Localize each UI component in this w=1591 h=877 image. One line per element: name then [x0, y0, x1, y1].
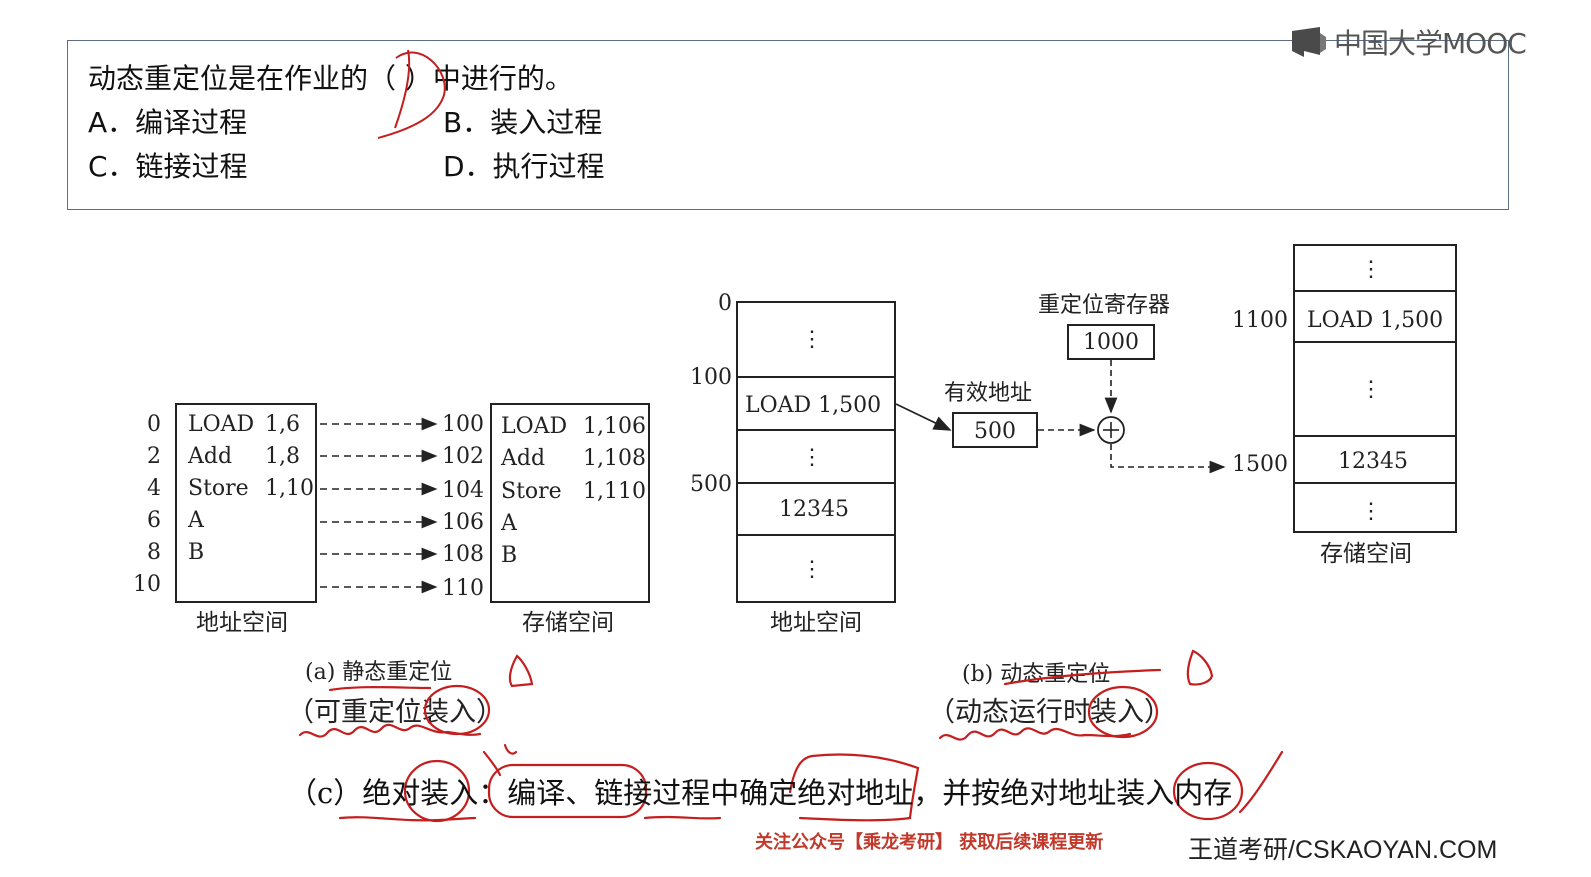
static-mem-space-box — [490, 403, 650, 603]
dynamic-value: 12345 — [779, 497, 849, 522]
dynamic-addr-label: 0 — [718, 291, 732, 316]
brand-text: 王道考研/CSKAOYAN.COM — [1188, 836, 1498, 864]
dynamic-addr-label: 100 — [690, 365, 732, 390]
adder-to-mem-arrow — [1110, 444, 1226, 474]
static-addr-8: 8 — [147, 540, 161, 565]
static-addr-2: 2 — [147, 444, 161, 469]
handwritten-annotations — [298, 649, 1284, 823]
ellipsis: ⋮ — [801, 327, 823, 352]
static-instr-arg: 1,6 — [265, 412, 300, 437]
mem-load-instr: LOAD 1,500 — [1307, 308, 1443, 333]
ellipsis: ⋮ — [1360, 257, 1382, 282]
static-mem-arg: 1,110 — [583, 479, 646, 504]
handwritten-d-mark — [377, 49, 446, 139]
mem-value: 12345 — [1338, 449, 1408, 474]
static-instr-op: Store — [188, 476, 249, 501]
dynamic-addr-space-label: 地址空间 — [770, 610, 862, 636]
option-a: A．编译过程 — [88, 106, 248, 139]
static-instr-op: Add — [187, 444, 232, 469]
eff-addr-box — [952, 412, 1038, 448]
mooc-logo: 中国大学MOOC — [1290, 22, 1527, 62]
static-mem-arg: 1,108 — [583, 446, 646, 471]
static-mem-op: A — [500, 511, 518, 536]
static-mem-op: Store — [501, 479, 562, 504]
absolute-loading-note: （c）绝对装入：编译、链接过程中确定绝对地址，并按绝对地址装入内存 — [288, 776, 1233, 810]
option-d: D．执行过程 — [443, 150, 605, 183]
static-mem-arg: 1,106 — [583, 414, 646, 439]
static-mem-op: Add — [500, 446, 545, 471]
option-b: B．装入过程 — [443, 106, 603, 139]
static-note: （可重定位装入） — [287, 697, 503, 728]
static-instr-op: B — [188, 540, 204, 565]
dynamic-note: （动态运行时装入） — [928, 697, 1171, 728]
mooc-logo-text: 中国大学MOOC — [1334, 27, 1527, 60]
promo-text: 关注公众号【乘龙考研】 获取后续课程更新 — [755, 832, 1104, 853]
option-c: C．链接过程 — [88, 150, 248, 183]
mem-addr-label: 1100 — [1232, 308, 1288, 333]
ellipsis: ⋮ — [1360, 377, 1382, 402]
static-instr-arg: 1,10 — [265, 476, 314, 501]
static-mem-op: B — [501, 543, 517, 568]
eff-addr-value: 500 — [974, 419, 1016, 444]
static-instr-op: A — [187, 508, 205, 533]
static-mem-addr: 108 — [442, 542, 484, 567]
ellipsis: ⋮ — [801, 557, 823, 582]
ellipsis: ⋮ — [1360, 499, 1382, 524]
dynamic-load-instr: LOAD 1,500 — [745, 393, 881, 418]
adder-plus-icon — [1097, 416, 1125, 444]
static-mem-addr: 110 — [442, 576, 484, 601]
reg-value: 1000 — [1083, 330, 1139, 355]
dynamic-addr-space-box — [736, 301, 896, 603]
static-mem-op: LOAD — [501, 414, 567, 439]
static-addr-6: 6 — [147, 508, 161, 533]
ellipsis: ⋮ — [801, 445, 823, 470]
eff-addr-label: 有效地址 — [944, 381, 1032, 406]
static-addr-4: 4 — [147, 476, 161, 501]
dynamic-addr-label: 500 — [690, 472, 732, 497]
load-to-eff-arrow — [895, 403, 952, 431]
static-caption: (a) 静态重定位 — [305, 660, 452, 685]
static-mem-addr: 102 — [442, 444, 484, 469]
mooc-logo-icon — [1292, 27, 1326, 57]
question-box — [67, 40, 1509, 210]
question-stem: 动态重定位是在作业的（ ）中进行的。 — [88, 62, 573, 95]
dynamic-mem-space-box — [1293, 244, 1457, 533]
dynamic-mem-space-label: 存储空间 — [1320, 541, 1412, 567]
static-instr-arg: 1,8 — [265, 444, 300, 469]
static-addr-space-box — [175, 403, 317, 603]
static-addr-0: 0 — [147, 412, 161, 437]
static-mem-addr: 104 — [442, 478, 484, 503]
static-mem-space-label: 存储空间 — [522, 610, 614, 636]
static-mem-addr: 100 — [442, 412, 484, 437]
reg-label: 重定位寄存器 — [1038, 293, 1170, 318]
static-instr-op: LOAD — [188, 412, 254, 437]
reg-box — [1067, 324, 1155, 360]
static-mem-addr: 106 — [442, 510, 484, 535]
static-addr-space-label: 地址空间 — [196, 610, 288, 636]
static-addr-10: 10 — [133, 572, 161, 597]
mem-addr-label: 1500 — [1232, 452, 1288, 477]
